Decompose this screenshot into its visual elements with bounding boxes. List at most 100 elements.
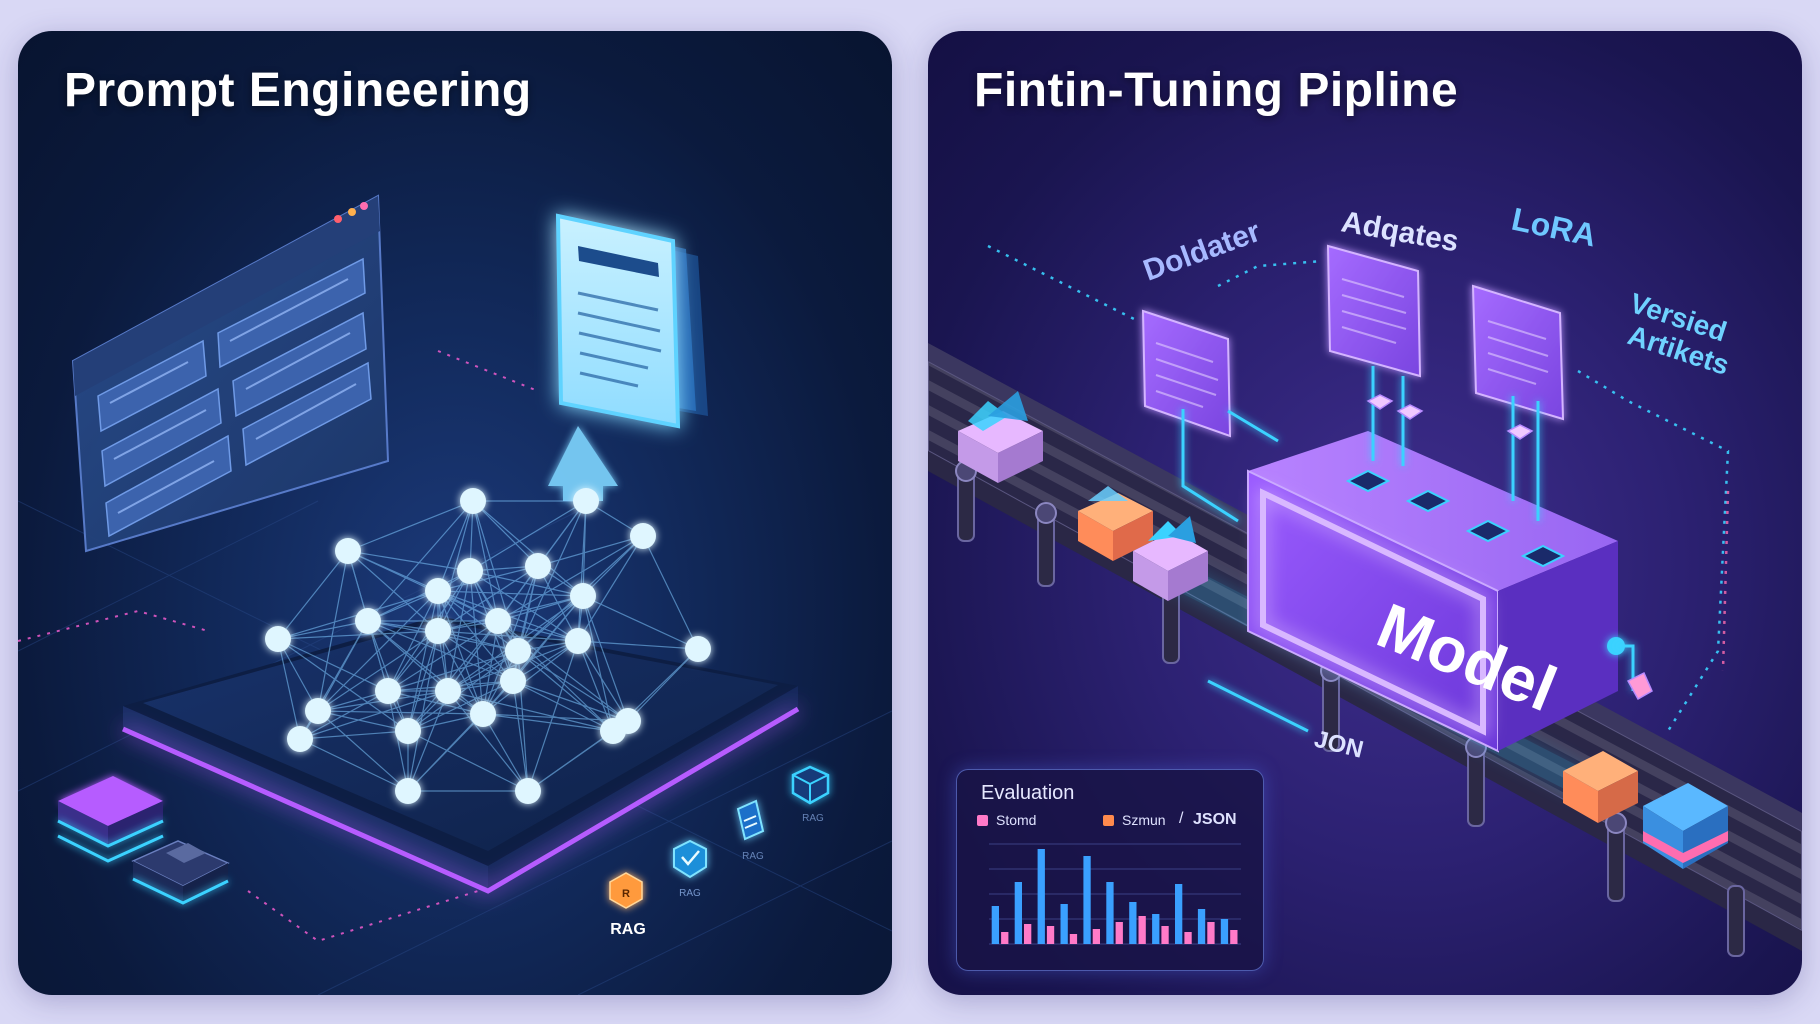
- network-edge: [407, 590, 439, 732]
- network-node: [515, 778, 541, 804]
- box-icon: [1643, 783, 1728, 869]
- network-node: [355, 608, 381, 634]
- network-edge: [317, 630, 439, 712]
- network-edge: [317, 710, 484, 715]
- document-icon: RAG: [736, 799, 765, 862]
- network-node: [685, 636, 711, 662]
- network-edge: [407, 730, 529, 792]
- network-edge: [577, 500, 587, 642]
- dataset-label: Doldater: [1139, 215, 1265, 288]
- network-edge: [407, 650, 519, 732]
- network-edge: [437, 590, 514, 682]
- box-icon: [1078, 486, 1153, 561]
- legend-label-3: JSON: [1193, 811, 1237, 828]
- network-edge: [387, 590, 439, 692]
- network-edge: [437, 590, 584, 597]
- legend-label-2: Szmun: [1122, 812, 1166, 828]
- network-edge: [437, 630, 514, 682]
- network-edge: [407, 713, 484, 792]
- chart-bar: [1092, 929, 1100, 944]
- evaluation-bar-chart: [989, 843, 1241, 945]
- prompt-engineering-panel: R RAG RAG RAG RAG Prompt Engineering: [18, 31, 892, 995]
- lora-card: [1471, 284, 1565, 421]
- network-edge: [447, 690, 529, 792]
- network-edge: [277, 638, 319, 712]
- box-icon: [958, 391, 1043, 483]
- layers-icon: [131, 840, 230, 905]
- chart-bar: [1220, 919, 1229, 944]
- legend-item-1: Stomd: [977, 812, 1036, 828]
- network-edge: [527, 730, 614, 792]
- panel-title-prompt-engineering: Prompt Engineering: [64, 64, 532, 117]
- network-edge: [497, 620, 629, 722]
- network-edge: [387, 690, 409, 792]
- network-edge: [347, 550, 471, 572]
- window-close-dot: [334, 215, 342, 223]
- dotted-paths: [987, 244, 1730, 732]
- adapters-card: [1326, 244, 1422, 378]
- network-edge: [277, 630, 439, 640]
- network-edge: [437, 565, 539, 632]
- network-edge: [472, 500, 539, 567]
- network-edge: [317, 550, 349, 712]
- network-node: [287, 726, 313, 752]
- network-edge: [277, 638, 409, 732]
- network-edge: [299, 730, 409, 740]
- svg-text:RAG: RAG: [802, 813, 824, 824]
- network-node: [565, 628, 591, 654]
- network-edge: [347, 550, 439, 632]
- chart-bar: [1138, 916, 1146, 944]
- network-edge: [387, 620, 499, 692]
- chart-bar: [1115, 922, 1123, 944]
- network-edge: [447, 650, 519, 692]
- network-edge: [512, 680, 629, 722]
- legend-swatch-1: [977, 814, 988, 826]
- network-node: [500, 668, 526, 694]
- network-edge: [447, 690, 614, 732]
- network-edge: [437, 595, 584, 632]
- network-edge: [469, 570, 584, 597]
- adapters-label: Adqates: [1339, 205, 1461, 258]
- chart-bar: [1207, 922, 1215, 944]
- network-edge: [347, 500, 474, 552]
- fine-tuning-pipeline-illustration: Model: [928, 201, 1802, 957]
- chart-bar: [1184, 932, 1192, 944]
- evaluation-legend: Stomd Szmun / JSON: [977, 810, 1247, 832]
- box-icon: [1133, 516, 1208, 601]
- network-edge: [582, 595, 699, 650]
- network-edge: [299, 690, 449, 740]
- network-edge: [472, 500, 519, 652]
- network-edge: [277, 638, 301, 740]
- network-edge: [577, 640, 699, 650]
- model-block[interactable]: Model: [1247, 431, 1625, 753]
- network-node: [335, 538, 361, 564]
- network-node: [485, 608, 511, 634]
- network-edge: [497, 595, 584, 622]
- network-edge: [407, 630, 439, 732]
- network-edge: [512, 680, 614, 732]
- chart-bar: [1129, 902, 1137, 944]
- network-edge: [317, 710, 409, 732]
- network-node: [505, 638, 531, 664]
- network-edge: [387, 630, 439, 692]
- network-node: [460, 488, 486, 514]
- window-max-dot: [360, 202, 368, 210]
- network-edge: [387, 650, 519, 692]
- network-edge: [537, 535, 644, 567]
- network-edge: [437, 565, 539, 592]
- rag-label: RAG: [610, 921, 646, 938]
- dotted-paths: [1721, 490, 1730, 672]
- network-edge: [367, 570, 471, 622]
- chart-bar: [1152, 914, 1160, 944]
- chart-bar: [1024, 924, 1032, 944]
- network-edge: [317, 710, 409, 792]
- network-node: [265, 626, 291, 652]
- network-edge: [367, 500, 474, 622]
- network-edge: [582, 595, 629, 722]
- network-node: [630, 523, 656, 549]
- output-document: [548, 213, 708, 501]
- network-platform: [121, 616, 800, 894]
- network-edge: [577, 640, 629, 722]
- network-edge: [642, 535, 699, 650]
- legend-item-2: Szmun: [1103, 812, 1166, 828]
